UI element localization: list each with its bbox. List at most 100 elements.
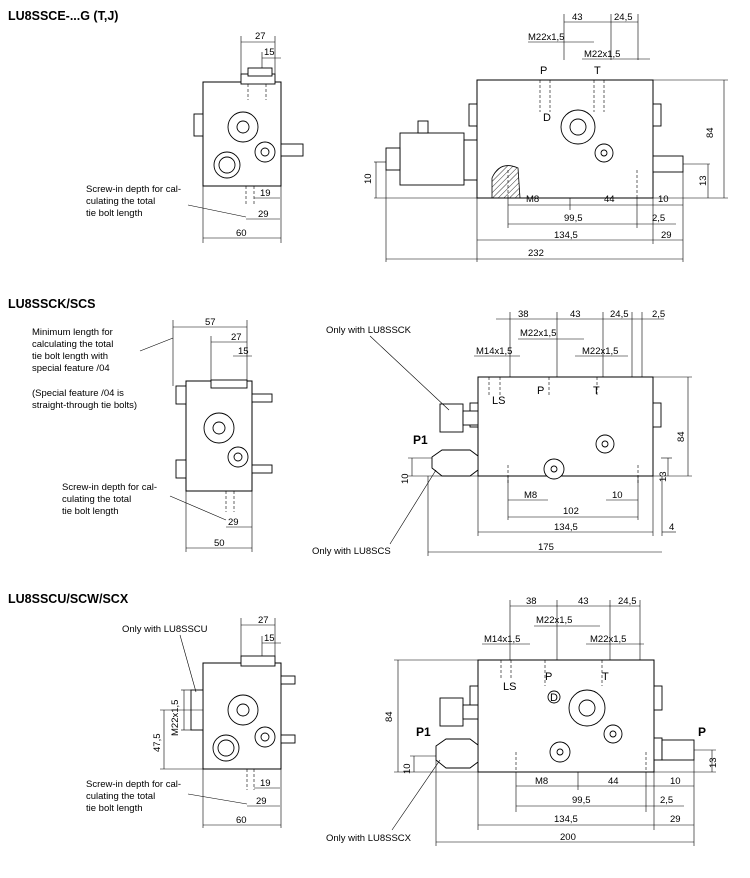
section-title: LU8SSCE-...G (T,J): [8, 9, 118, 23]
thread-m22-a: M22x1,5: [536, 615, 572, 626]
dim-44: 44: [608, 776, 619, 787]
dim-102: 102: [563, 506, 579, 517]
note-top-2: calculating the total: [32, 339, 113, 350]
note-line-2: culating the total: [86, 791, 155, 802]
dim-24-5: 24,5: [614, 12, 633, 23]
note-line-3: tie bolt length: [86, 803, 143, 814]
note-line-3: tie bolt length: [62, 506, 119, 517]
callout-lu8scs: Only with LU8SCS: [312, 546, 391, 557]
dim-m8: M8: [535, 776, 548, 787]
port-p1: P1: [413, 433, 428, 447]
dim-38: 38: [526, 596, 537, 607]
port-d: D: [550, 692, 558, 704]
dim-44: 44: [604, 194, 615, 205]
port-ls: LS: [503, 681, 516, 693]
port-p-right: P: [698, 725, 706, 739]
dim-29: 29: [228, 517, 239, 528]
thread-m14: M14x1,5: [484, 634, 520, 645]
dim-232: 232: [528, 248, 544, 259]
port-ls: LS: [492, 395, 505, 407]
section-lu8sscu: LU8SSCU/SCW/SCX 27 15 M22x1,5: [8, 592, 719, 846]
dim-29b: 29: [670, 814, 681, 825]
dim-2-5: 2,5: [652, 213, 665, 224]
dim-47-5: 47,5: [152, 734, 163, 753]
dim-10: 10: [363, 173, 374, 184]
dim-43: 43: [578, 596, 589, 607]
front-view: LS P T P1 38 43 24,5 2,5 M22x1,5 M14x1,5…: [312, 309, 692, 557]
dim-24-5: 24,5: [618, 596, 637, 607]
dim-15: 15: [238, 346, 249, 357]
note-line-3: tie bolt length: [86, 208, 143, 219]
note-line-2: culating the total: [62, 494, 131, 505]
dim-m8: M8: [524, 490, 537, 501]
dim-10b: 10: [670, 776, 681, 787]
thread-m22-b: M22x1,5: [582, 346, 618, 357]
note-top-3: tie bolt length with: [32, 351, 108, 362]
dim-43: 43: [572, 12, 583, 23]
section-lu8ssce: LU8SSCE-...G (T,J) 27 15: [8, 9, 728, 262]
dim-10b: 10: [658, 194, 669, 205]
dim-4: 4: [669, 522, 674, 533]
dim-43: 43: [570, 309, 581, 320]
front-view: P T D 43 24,5 M22x1,5 M22x1,5 84 13: [363, 12, 728, 262]
dim-38: 38: [518, 309, 529, 320]
port-p: P: [537, 385, 544, 397]
port-p1: P1: [416, 725, 431, 739]
note-line-2: culating the total: [86, 196, 155, 207]
side-view: 27 15 M22x1,5 47,5 19 29 60 Only with LU…: [86, 615, 296, 828]
dim-134-5: 134,5: [554, 522, 578, 533]
side-view: 57 27 15 29 50 Minimum length for calcul…: [32, 317, 273, 552]
dim-57: 57: [205, 317, 216, 328]
port-t: T: [594, 65, 601, 77]
thread-m22-b: M22x1,5: [590, 634, 626, 645]
dim-19: 19: [260, 778, 271, 789]
dim-84: 84: [705, 127, 716, 138]
note-top-6: (Special feature /04 is: [32, 388, 124, 399]
front-view: LS P T D P1 P 38 43 24,5 M22x1,5 M14x1,5…: [326, 596, 719, 846]
note-top-1: Minimum length for: [32, 327, 113, 338]
thread-m22-a: M22x1,5: [520, 328, 556, 339]
thread-1: M22x1,5: [528, 32, 564, 43]
dim-19: 19: [260, 188, 271, 199]
dim-134-5: 134,5: [554, 814, 578, 825]
note-top-4: special feature /04: [32, 363, 110, 374]
dim-2-5: 2,5: [660, 795, 673, 806]
dim-200: 200: [560, 832, 576, 843]
dim-10: 10: [402, 763, 413, 774]
dim-10b: 10: [612, 490, 623, 501]
dim-99-5: 99,5: [572, 795, 591, 806]
dim-15: 15: [264, 633, 275, 644]
dim-99-5: 99,5: [564, 213, 583, 224]
dim-13: 13: [658, 471, 669, 482]
note-line-1: Screw-in depth for cal-: [86, 184, 181, 195]
thread-m14: M14x1,5: [476, 346, 512, 357]
dim-27: 27: [231, 332, 242, 343]
dim-27: 27: [258, 615, 269, 626]
note-line-1: Screw-in depth for cal-: [86, 779, 181, 790]
dim-13: 13: [708, 757, 719, 768]
callout-lu8sscu: Only with LU8SSCU: [122, 624, 208, 635]
dim-175: 175: [538, 542, 554, 553]
dim-134-5: 134,5: [554, 230, 578, 241]
dim-50: 50: [214, 538, 225, 549]
port-t: T: [602, 671, 609, 683]
dim-m8: M8: [526, 194, 539, 205]
dim-84: 84: [676, 431, 687, 442]
port-p: P: [540, 65, 547, 77]
thread-2: M22x1,5: [584, 49, 620, 60]
section-lu8ssck: LU8SSCK/SCS 57 27 15 29: [8, 297, 692, 557]
dim-29b: 29: [661, 230, 672, 241]
port-d: D: [543, 112, 551, 124]
callout-lu8ssck: Only with LU8SSCK: [326, 325, 412, 336]
callout-lu8sscx: Only with LU8SSCX: [326, 833, 412, 844]
note-top-7: straight-through tie bolts): [32, 400, 137, 411]
dim-15: 15: [264, 47, 275, 58]
dim-60: 60: [236, 815, 247, 826]
dim-27: 27: [255, 31, 266, 42]
note-line-1: Screw-in depth for cal-: [62, 482, 157, 493]
dim-m22: M22x1,5: [170, 700, 181, 736]
side-view: 27 15 19 29 60 Screw-in depth for cal- c…: [86, 31, 304, 243]
dim-84: 84: [384, 711, 395, 722]
section-title: LU8SSCU/SCW/SCX: [8, 592, 129, 606]
